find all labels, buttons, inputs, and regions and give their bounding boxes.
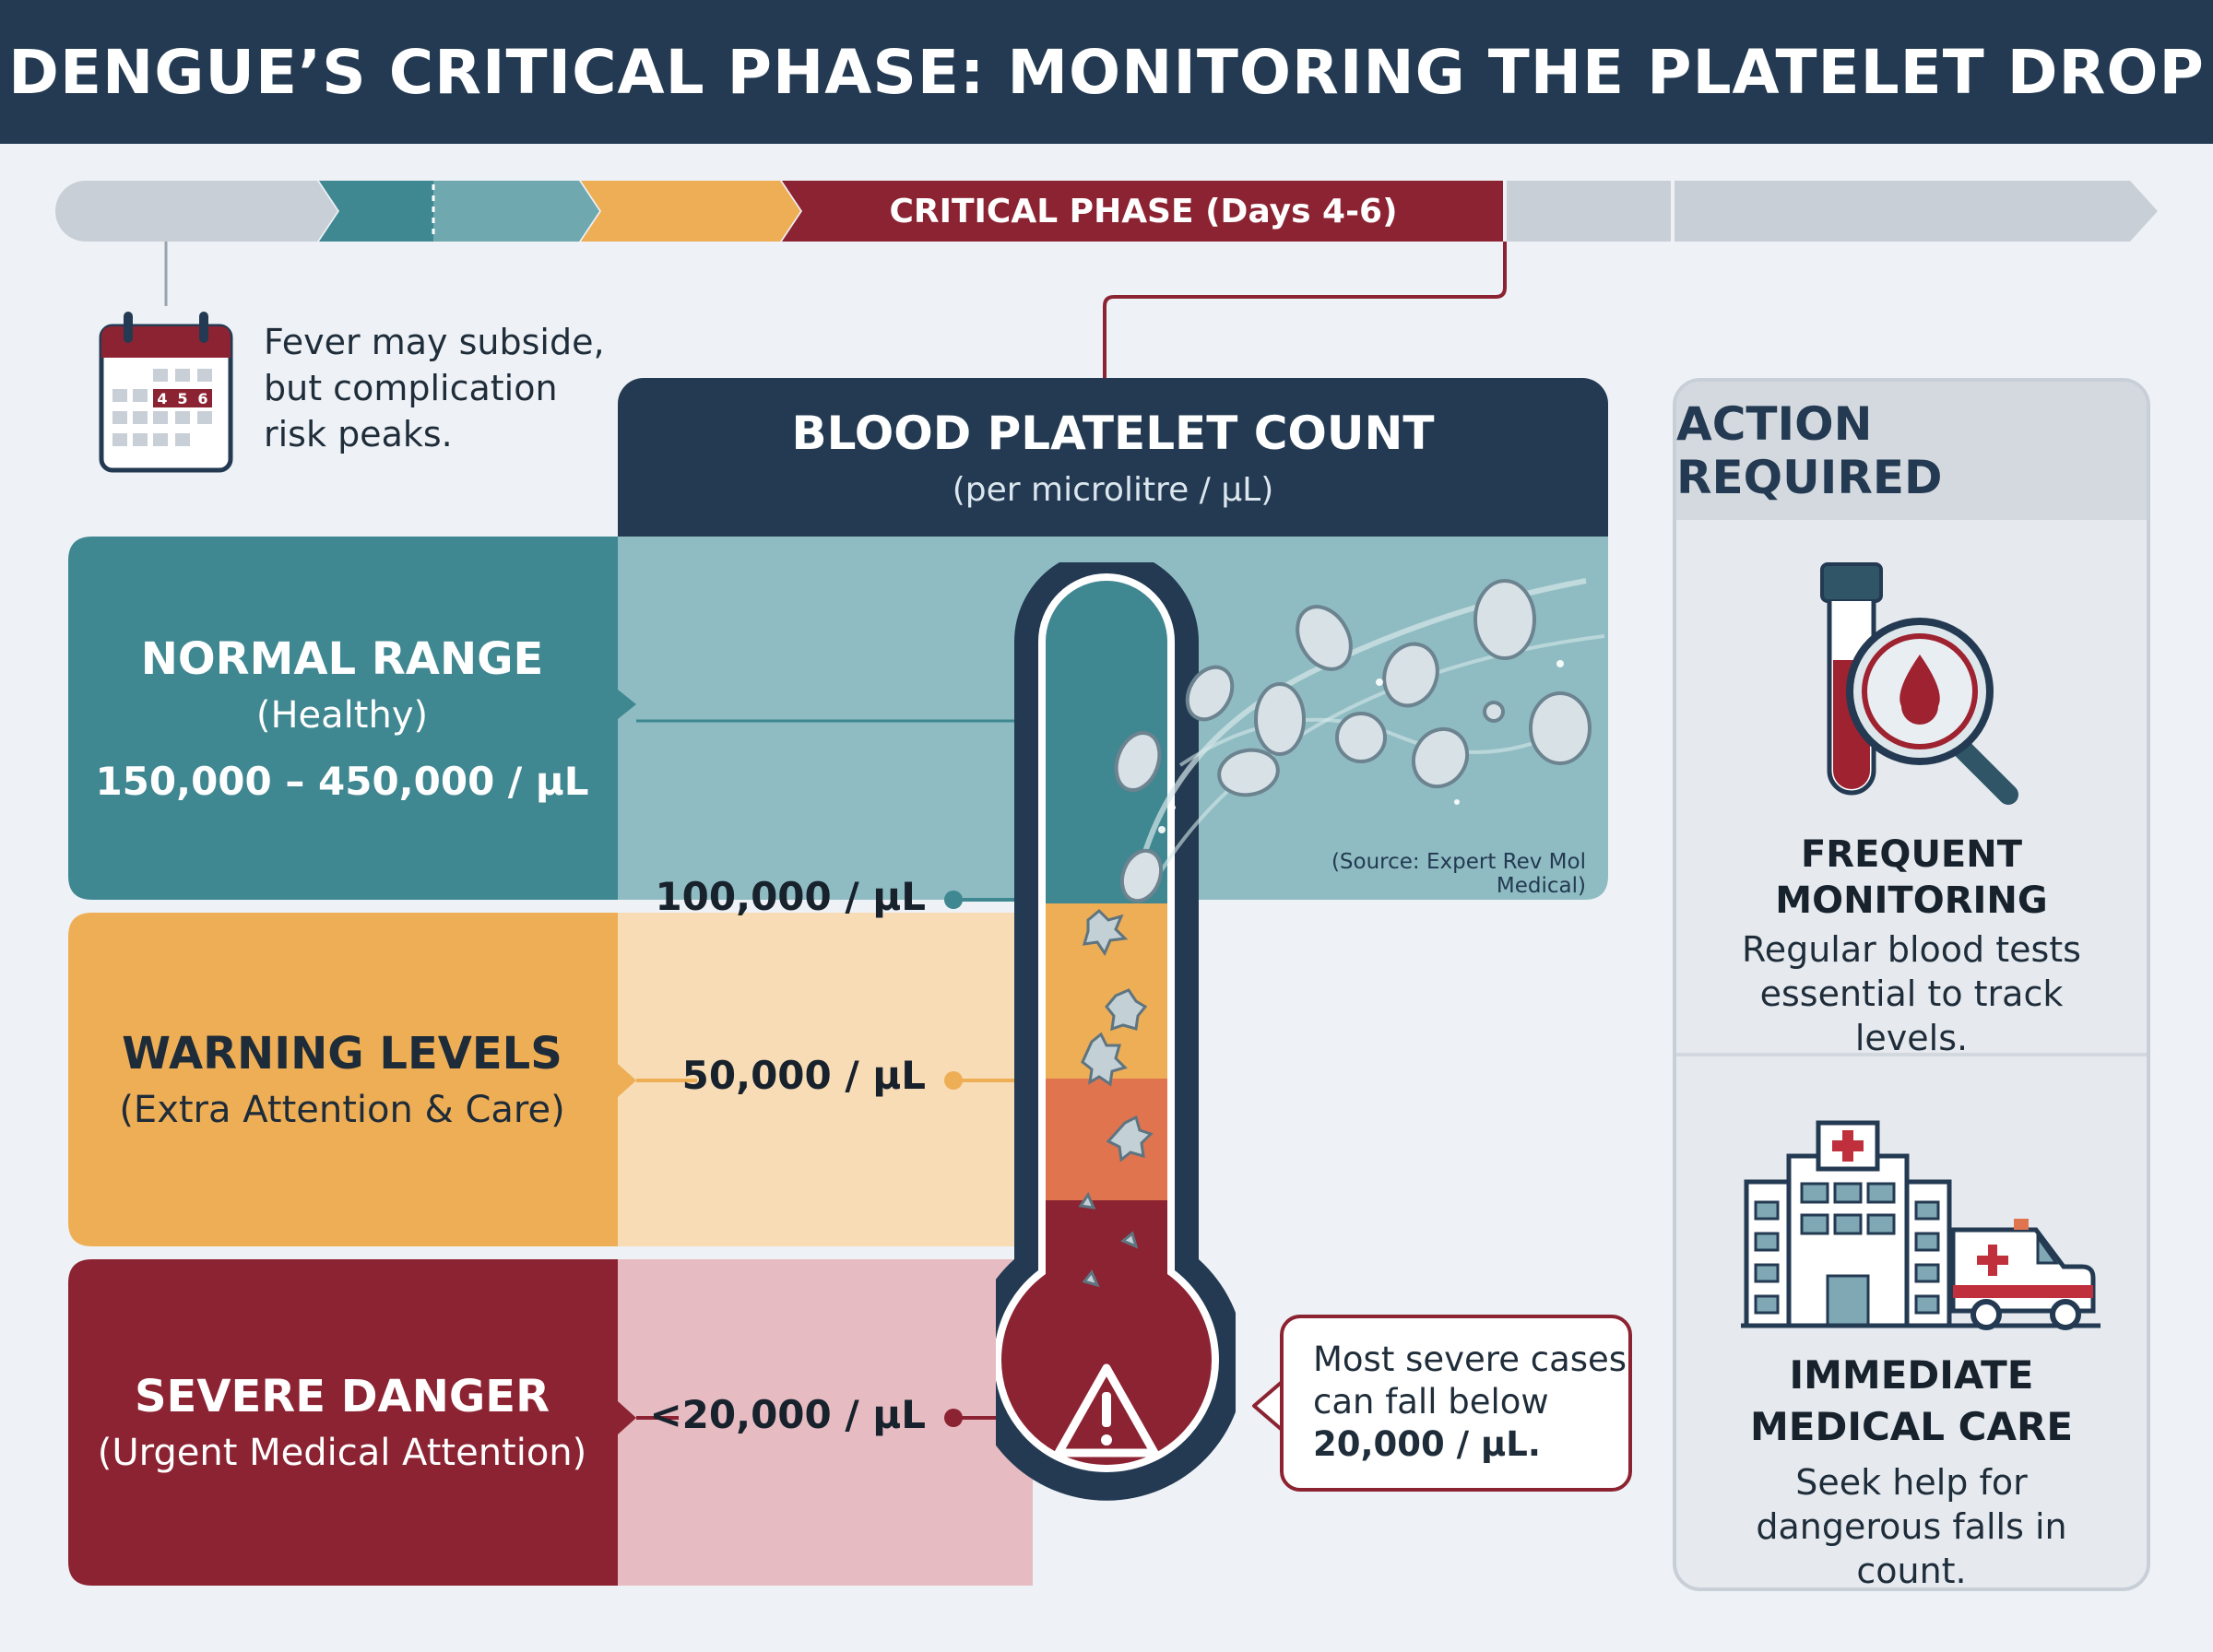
medical-care-text: Seek help for dangerous falls in count. xyxy=(1756,1462,2067,1591)
band-normal-dark xyxy=(68,537,636,900)
timeline-segment-amber xyxy=(581,181,800,242)
level-50k: 50,000 / µL xyxy=(681,1053,926,1098)
level-100k: 100,000 / µL xyxy=(655,874,926,919)
timeline-segment-teal xyxy=(319,181,433,242)
header-bar: DENGUE’S CRITICAL PHASE: MONITORING THE … xyxy=(0,0,2213,144)
count-panel-title: BLOOD PLATELET COUNT xyxy=(791,406,1435,460)
band-warning-light xyxy=(618,913,1033,1246)
band-danger-title: SEVERE DANGER xyxy=(134,1371,550,1422)
band-normal-range: 150,000 – 450,000 / µL xyxy=(95,758,589,804)
calendar-note: Fever may subside, but complication risk… xyxy=(264,322,605,454)
calendar-day-4: 4 xyxy=(157,390,167,407)
action-divider xyxy=(1676,1053,2147,1056)
band-warning-dark xyxy=(68,913,636,1246)
calendar-day-6: 6 xyxy=(197,390,207,407)
count-panel-header: BLOOD PLATELET COUNT (per microlitre / µ… xyxy=(618,378,1608,537)
band-normal-sub: (Healthy) xyxy=(255,693,429,737)
test-tube-magnifier-icon xyxy=(1820,562,2018,805)
callout-pointer xyxy=(1252,1375,1287,1436)
band-normal-title: NORMAL RANGE xyxy=(140,632,544,685)
monitoring-text: Regular blood tests essential to track l… xyxy=(1742,929,2081,1058)
callout-text: Most severe cases can fall below xyxy=(1313,1339,1627,1422)
timeline-segment-teal-light xyxy=(433,181,599,242)
band-danger-light xyxy=(618,1259,1033,1586)
monitoring-title: FREQUENT MONITORING xyxy=(1775,833,2048,922)
timeline-segment-critical xyxy=(782,181,1503,242)
warning-icon xyxy=(1054,1363,1159,1457)
critical-phase-label: CRITICAL PHASE (Days 4-6) xyxy=(889,192,1398,230)
timeline-segment-early xyxy=(55,181,337,242)
band-warning-sub: (Extra Attention & Care) xyxy=(119,1089,565,1131)
platelets-stream xyxy=(1114,578,1604,903)
page-title: DENGUE’S CRITICAL PHASE: MONITORING THE … xyxy=(8,36,2205,108)
band-danger-dark xyxy=(68,1259,636,1586)
band-danger: SEVERE DANGER (Urgent Medical Attention) xyxy=(68,1259,616,1586)
action-header: ACTION REQUIRED xyxy=(1676,382,2147,520)
source-note: (Source: Expert Rev Mol Medical) xyxy=(1331,850,1586,898)
medical-care-title: IMMEDIATE MEDICAL CARE xyxy=(1749,1352,2074,1449)
timeline-segment-recovery xyxy=(1675,181,2158,242)
level-20k: <20,000 / µL xyxy=(649,1392,926,1437)
band-warning-title: WARNING LEVELS xyxy=(122,1028,562,1080)
count-panel-subtitle: (per microlitre / µL) xyxy=(952,470,1274,509)
phase-timeline xyxy=(55,181,2158,242)
timeline-segment-late xyxy=(1507,181,1671,242)
band-danger-sub: (Urgent Medical Attention) xyxy=(97,1432,587,1474)
callout-threshold: 20,000 / µL. xyxy=(1313,1424,1541,1464)
timeline-connectors xyxy=(164,242,1507,378)
calendar-day-5: 5 xyxy=(177,390,187,407)
band-normal: NORMAL RANGE (Healthy) 150,000 – 450,000… xyxy=(68,537,616,900)
ambulance-icon xyxy=(1950,1219,2096,1330)
action-title: ACTION REQUIRED xyxy=(1676,397,1943,504)
severe-cases-callout: Most severe cases can fall below 20,000 … xyxy=(1280,1315,1632,1492)
platelet-icon xyxy=(1078,908,1154,1288)
hospital-icon xyxy=(1741,1120,2101,1330)
calendar-icon: 4 5 6 xyxy=(99,312,233,473)
band-warning: WARNING LEVELS (Extra Attention & Care) xyxy=(68,913,616,1246)
action-panel: ACTION REQUIRED FREQUENT MONITORING Regu… xyxy=(1673,378,2150,1591)
platelet-thermometer xyxy=(996,562,1236,1501)
